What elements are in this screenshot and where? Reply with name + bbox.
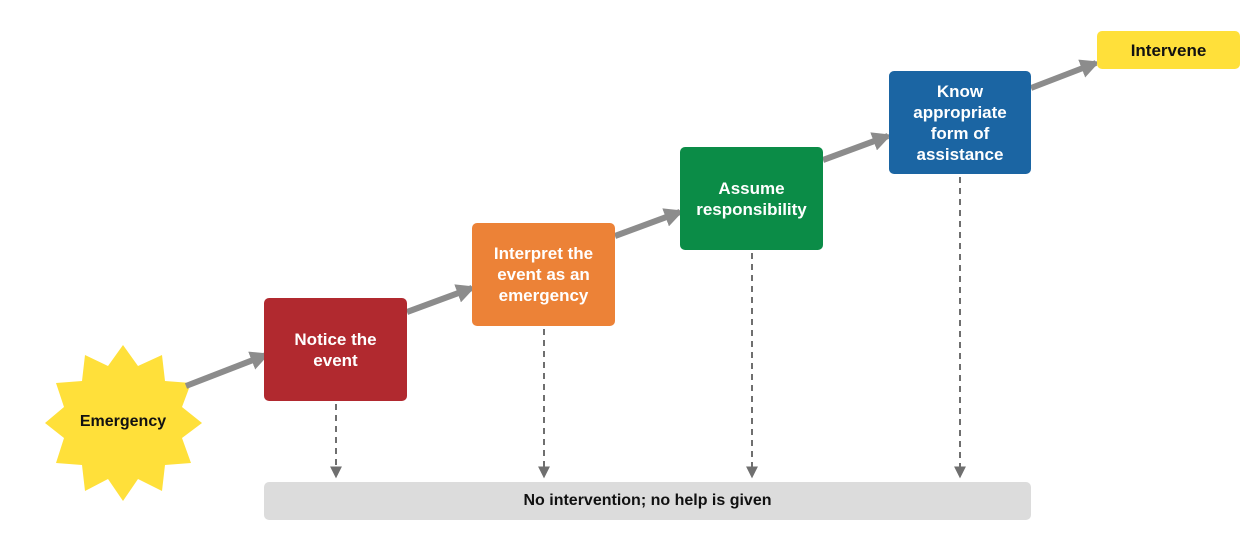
step-know-form-of-assistance: Know appropriate form of assistance [889,71,1031,174]
arrow-interpret-to-assume [613,208,684,239]
outcome-label: Intervene [1130,40,1207,60]
arrow-notice-to-interpret [405,284,476,315]
emergency-label: Emergency [79,413,167,430]
step-interpret-as-emergency: Interpret the event as an emergency [472,223,615,326]
step-notice-the-event: Notice the event [264,298,407,401]
outcome-intervene: Intervene [1097,31,1240,69]
step-assume-responsibility: Assume responsibility [680,147,823,250]
arrow-assume-to-know [821,132,892,163]
emergency-starburst [45,345,202,501]
step-label: Interpret the event as an emergency [493,244,594,305]
step-label: Assume responsibility [696,178,807,219]
outcome-no-intervention-bar: No intervention; no help is given [264,482,1031,520]
arrow-emergency-to-notice [184,351,270,389]
step-label: Know appropriate form of assistance [913,81,1007,164]
arrow-know-to-intervene [1029,59,1100,91]
no-help-label: No intervention; no help is given [523,492,772,509]
step-label: Notice the event [294,329,377,370]
